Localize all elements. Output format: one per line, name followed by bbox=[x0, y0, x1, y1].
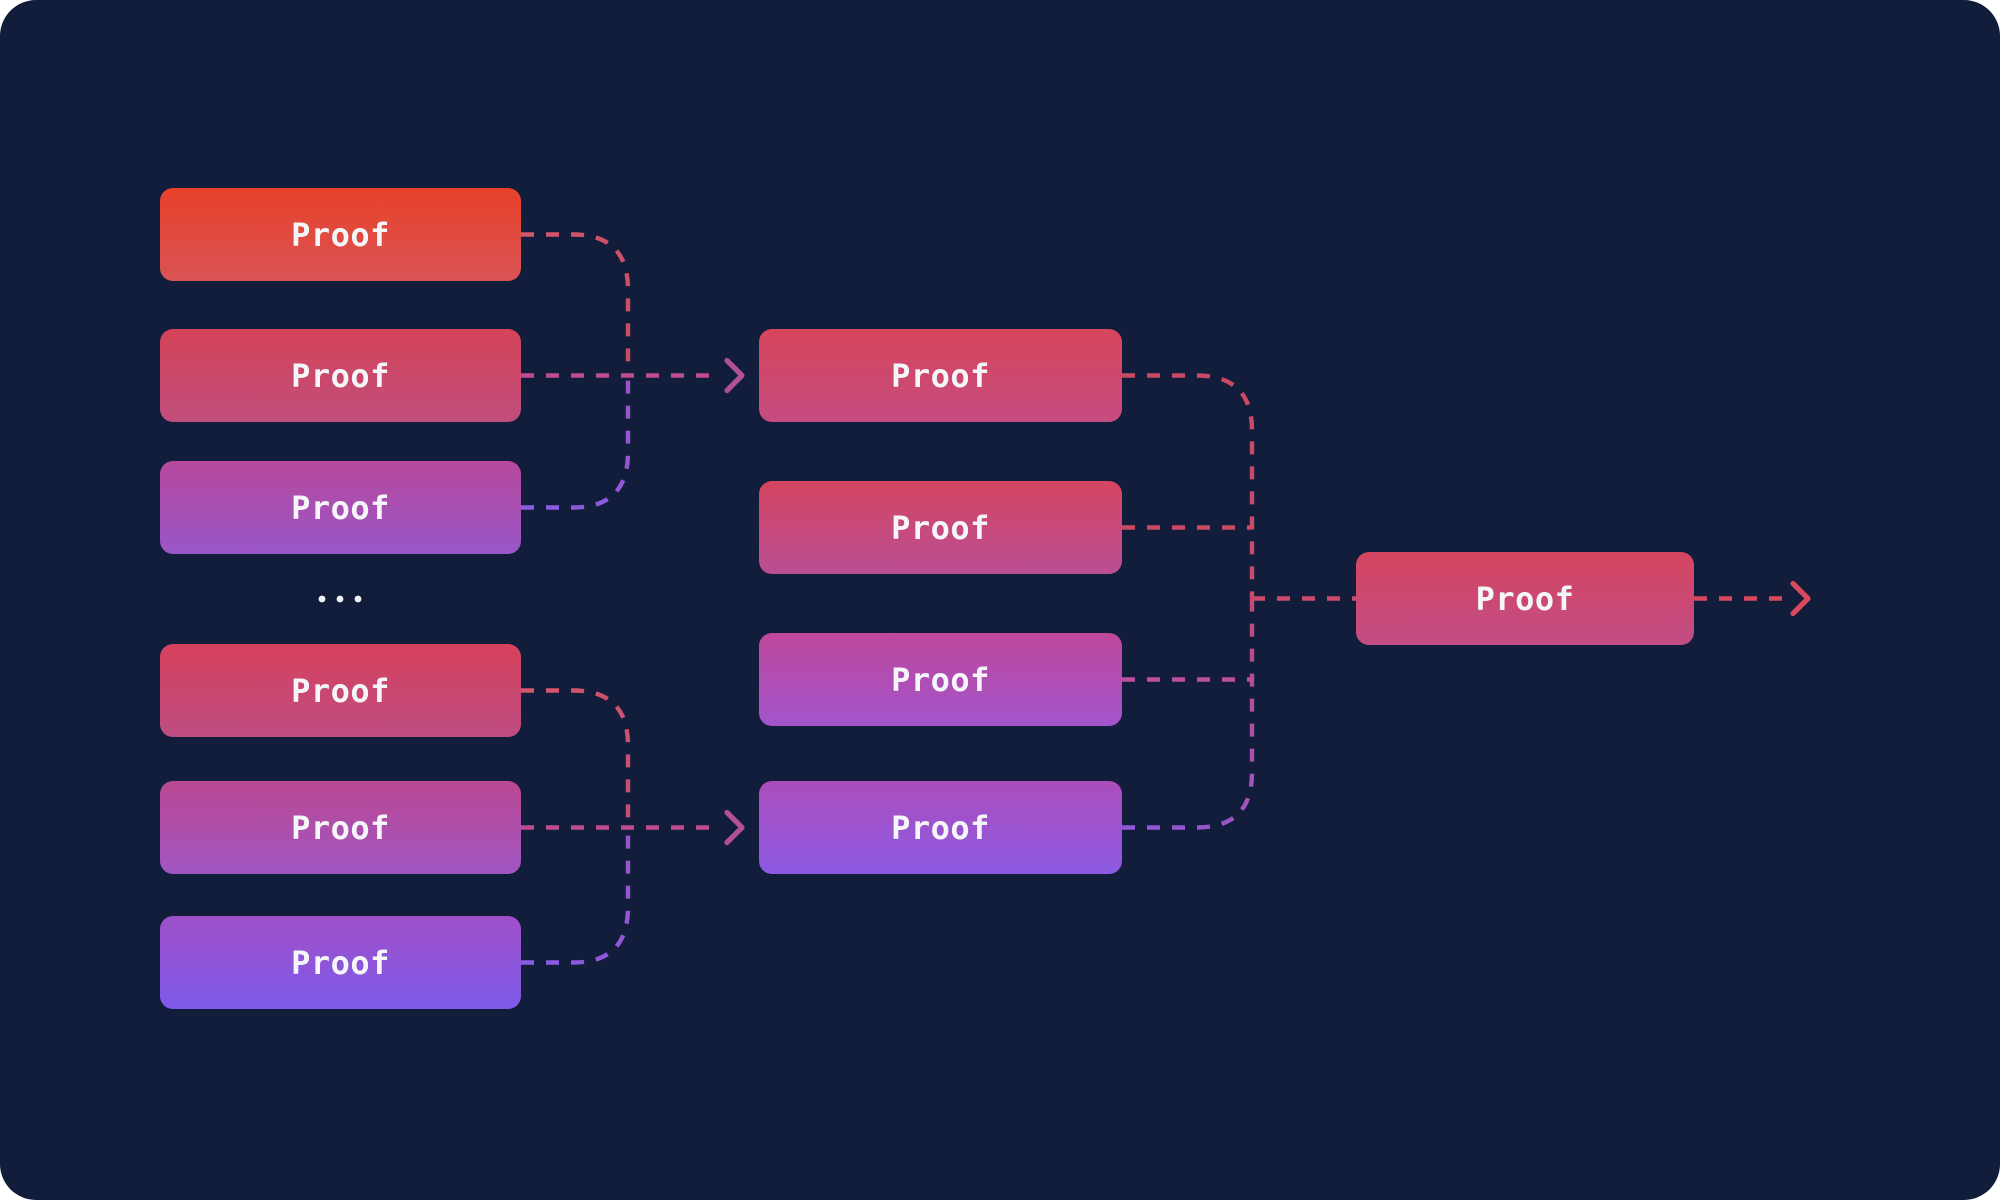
proof-node-label: Proof bbox=[291, 488, 390, 527]
connector-input3-to-agg1 bbox=[521, 375, 631, 510]
connector-agg4-to-root bbox=[1122, 598, 1255, 830]
proof-node-label: Proof bbox=[891, 508, 990, 547]
arrowhead-agg1-icon bbox=[724, 357, 745, 394]
proof-node-input-4: Proof bbox=[160, 644, 521, 737]
proof-node-input-5: Proof bbox=[160, 781, 521, 874]
proof-node-input-2: Proof bbox=[160, 329, 521, 422]
connector-input6-to-agg4 bbox=[521, 827, 631, 965]
proof-node-aggregator-2: Proof bbox=[759, 481, 1122, 574]
proof-node-label: Proof bbox=[291, 215, 390, 254]
proof-node-label: Proof bbox=[291, 943, 390, 982]
proof-node-label: Proof bbox=[291, 671, 390, 710]
arrowhead-agg4-icon bbox=[724, 809, 745, 846]
proof-node-label: Proof bbox=[1475, 579, 1575, 618]
ellipsis-dots bbox=[318, 595, 362, 603]
proof-node-root: Proof bbox=[1356, 552, 1694, 645]
proof-node-label: Proof bbox=[291, 356, 390, 395]
proof-node-input-6: Proof bbox=[160, 916, 521, 1009]
proof-node-input-1: Proof bbox=[160, 188, 521, 281]
proof-node-label: Proof bbox=[891, 660, 990, 699]
proof-node-input-3: Proof bbox=[160, 461, 521, 554]
proof-node-aggregator-3: Proof bbox=[759, 633, 1122, 726]
connector-input4-to-agg4 bbox=[521, 688, 631, 828]
proof-node-label: Proof bbox=[891, 808, 990, 847]
proof-node-label: Proof bbox=[891, 356, 990, 395]
arrowhead-output-icon bbox=[1790, 580, 1811, 617]
proof-node-aggregator-1: Proof bbox=[759, 329, 1122, 422]
connector-agg1-to-root bbox=[1122, 373, 1255, 599]
proof-node-aggregator-4: Proof bbox=[759, 781, 1122, 874]
proof-node-label: Proof bbox=[291, 808, 390, 847]
connector-input1-to-agg1 bbox=[521, 232, 631, 376]
